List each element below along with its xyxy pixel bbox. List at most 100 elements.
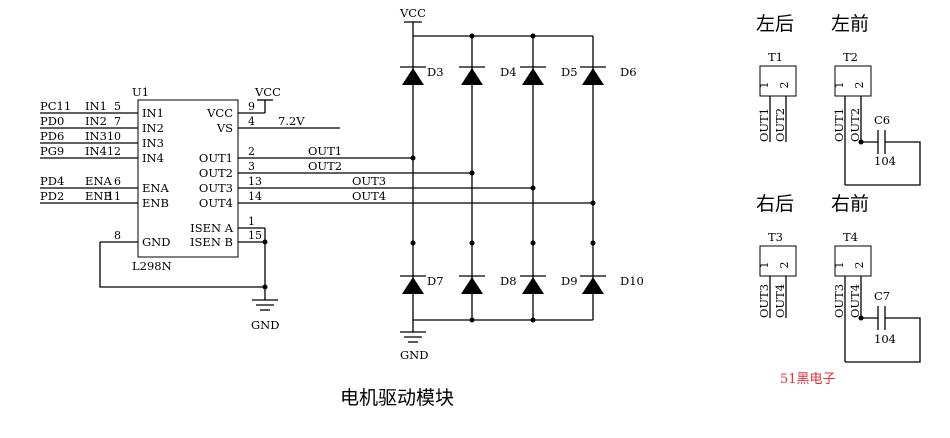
pin-name-enb: ENB	[142, 196, 169, 210]
connector-ref-t3: T3	[768, 230, 783, 244]
pin-number-9: 9	[248, 100, 255, 113]
pin-name-isen-b: ISEN B	[190, 235, 233, 249]
net-label-pg9: PG9	[40, 144, 64, 158]
diode-d7	[400, 275, 426, 294]
net-label-pc11: PC11	[40, 99, 71, 113]
junction-dot	[262, 239, 268, 245]
capacitor-ref-c6: C6	[874, 113, 890, 127]
pin-number-11: 11	[107, 190, 121, 203]
diode-label-d3: D3	[427, 65, 444, 79]
net-label-out4: OUT4	[352, 189, 386, 203]
pin-number-14: 14	[248, 190, 262, 203]
net-label-out2: OUT2	[308, 159, 342, 173]
pin-label-ena-ext: ENA	[85, 174, 112, 188]
watermark-text: 51黑电子	[780, 372, 836, 387]
diode-d4	[520, 66, 546, 85]
pin-number-13: 13	[248, 175, 262, 188]
connector-ref-t4: T4	[843, 230, 858, 244]
pin-number-12: 12	[107, 145, 121, 158]
motor-title-rear-right: 右后	[756, 193, 794, 215]
pin-number-1: 1	[248, 215, 255, 228]
net-label-pd6: PD6	[40, 129, 64, 143]
connector-pin-label-out3: OUT3	[832, 284, 846, 318]
l298n-chip: U1 L298N PC11 PD0 PD6 PG9 PD4 PD2 IN1 IN…	[40, 85, 262, 273]
pin-number-4: 4	[248, 115, 255, 128]
connector-pin-label-out4: OUT4	[773, 284, 787, 318]
connector-body-t1	[759, 65, 797, 97]
pin-name-in3: IN3	[142, 136, 164, 150]
svg-text:1: 1	[833, 82, 846, 89]
pin-number-6: 6	[114, 175, 121, 188]
pin-label-in3-ext: IN3	[85, 129, 107, 143]
motor-title-front-right: 右前	[831, 193, 869, 215]
motor-title-front-left: 左前	[831, 13, 869, 35]
diode-d9	[580, 275, 606, 294]
diode-d5	[580, 66, 606, 85]
net-label-pd2: PD2	[40, 189, 64, 203]
connector-ref-t2: T2	[843, 50, 858, 64]
motor-connector-t1: 左后 T1 1 2 OUT1 OUT2	[756, 13, 797, 142]
motor-title-rear-left: 左后	[756, 13, 794, 35]
diode-d8	[520, 275, 546, 294]
output-nets: OUT1 OUT2 OUT3 OUT4	[238, 144, 593, 204]
pin-name-vs: VS	[216, 121, 233, 135]
capacitor-ref-c7: C7	[874, 289, 890, 303]
capacitor-value-c6: 104	[874, 154, 896, 168]
diode-label-d6: D6	[620, 65, 637, 79]
capacitor-value-c7: 104	[874, 332, 896, 346]
pin-name-ena: ENA	[142, 181, 169, 195]
net-label-out1: OUT1	[308, 144, 342, 158]
svg-text:2: 2	[853, 82, 866, 89]
net-label-out3: OUT3	[352, 174, 386, 188]
pin-label-enb-ext: ENB	[85, 189, 112, 203]
net-label-pd4: PD4	[40, 174, 64, 188]
diode-label-d9: D9	[561, 274, 578, 288]
svg-text:2: 2	[778, 82, 791, 89]
diode-bridge: VCC	[399, 6, 644, 362]
pin-name-out3: OUT3	[199, 181, 233, 195]
svg-text:1: 1	[758, 262, 771, 269]
connector-pin-label-out2: OUT2	[848, 108, 862, 142]
diode-label-d4: D4	[500, 65, 517, 79]
connector-pin-label-out3: OUT3	[757, 284, 771, 318]
motor-connector-t4: 右前 T4 1 2 OUT3 OUT4 C7 104	[831, 193, 921, 363]
connector-pin-label-out1: OUT1	[832, 108, 846, 142]
chip-ref: U1	[132, 85, 149, 99]
chip-supply: VCC 7.2V	[238, 85, 340, 129]
pin-number-8: 8	[114, 229, 121, 242]
pin-name-out2: OUT2	[199, 166, 233, 180]
motor-connector-t3: 右后 T3 1 2 OUT3 OUT4	[756, 193, 797, 318]
connector-body-t3	[759, 245, 797, 277]
pin-name-out1: OUT1	[199, 151, 233, 165]
connector-pin-label-out4: OUT4	[848, 284, 862, 318]
vs-voltage-label: 7.2V	[278, 114, 305, 128]
diode-d3	[400, 66, 426, 85]
connector-ref-t1: T1	[768, 50, 783, 64]
motor-connector-t2: 左前 T2 1 2 OUT1 OUT2 C6 104	[831, 13, 921, 186]
svg-text:1: 1	[758, 82, 771, 89]
pin-name-gnd: GND	[142, 235, 170, 249]
diode-label-d7: D7	[427, 274, 444, 288]
pin-name-out4: OUT4	[199, 196, 233, 210]
gnd-loop-wire	[99, 242, 265, 288]
chip-body	[137, 99, 239, 258]
chip-part: L298N	[132, 259, 172, 273]
pin-number-2: 2	[248, 145, 255, 158]
svg-text:2: 2	[853, 262, 866, 269]
pin-label-in1-ext: IN1	[85, 99, 107, 113]
pin-name-in4: IN4	[142, 151, 164, 165]
net-label-pd0: PD0	[40, 114, 64, 128]
pin-name-vcc: VCC	[206, 106, 233, 120]
svg-text:1: 1	[833, 262, 846, 269]
pin-name-in2: IN2	[142, 121, 164, 135]
diode-label-d5: D5	[561, 65, 578, 79]
connector-pin-label-out1: OUT1	[757, 108, 771, 142]
pin-label-in2-ext: IN2	[85, 114, 107, 128]
diode-label-d10: D10	[620, 274, 644, 288]
gnd-label-chip: GND	[251, 318, 279, 332]
pin-name-in1: IN1	[142, 106, 164, 120]
connector-pin-label-out2: OUT2	[773, 108, 787, 142]
pin-number-15: 15	[248, 229, 262, 242]
connector-body-t4	[834, 245, 872, 277]
vcc-label-bridge: VCC	[399, 6, 426, 20]
